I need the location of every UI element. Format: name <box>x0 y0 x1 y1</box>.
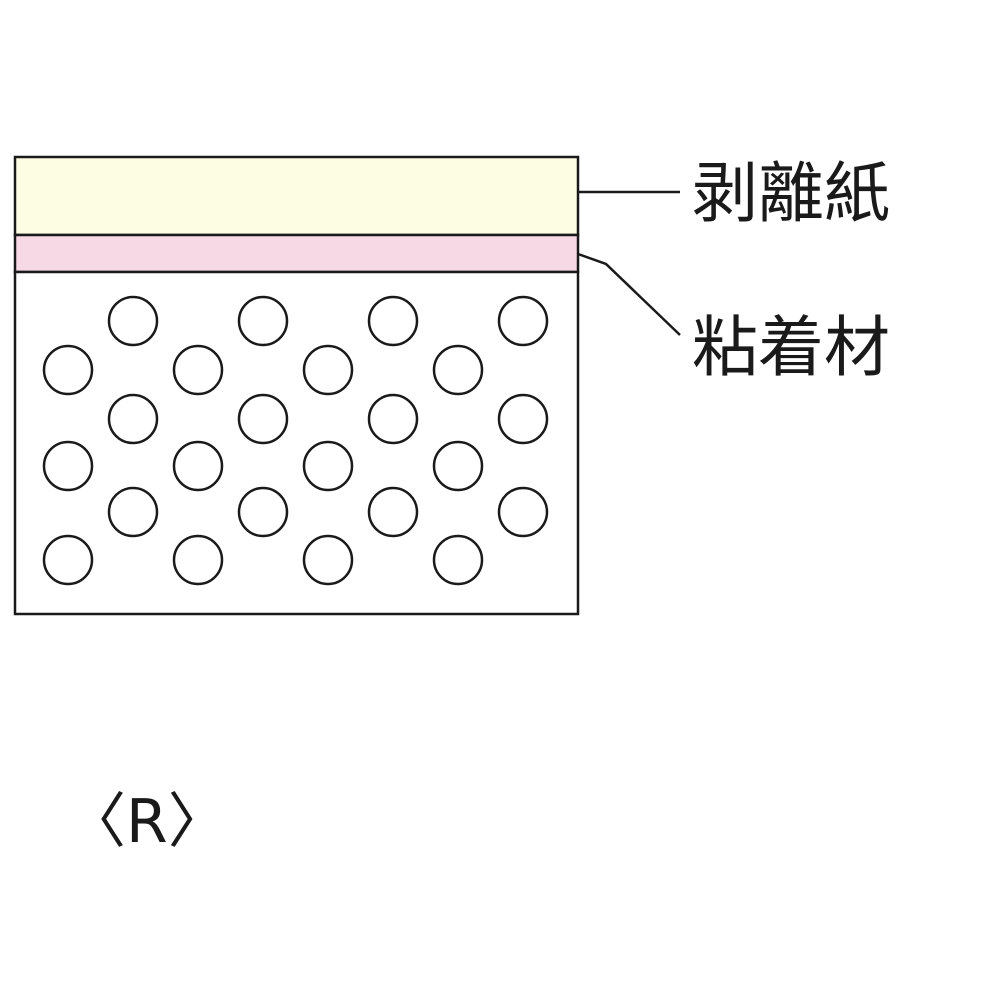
foam-cell <box>107 486 159 538</box>
foam-cell <box>432 440 484 492</box>
foam-cell <box>302 344 354 396</box>
foam-cell <box>107 393 159 445</box>
foam-cell <box>367 295 419 347</box>
foam-cell <box>172 534 224 586</box>
foam-cell <box>42 344 94 396</box>
foam-cell <box>172 344 224 396</box>
foam-body-layer <box>13 270 580 616</box>
foam-cell <box>237 295 289 347</box>
foam-cell <box>237 486 289 538</box>
adhesive-layer <box>13 233 580 274</box>
foam-cell <box>42 440 94 492</box>
foam-cell <box>367 393 419 445</box>
variant-label: 〈R〉 <box>66 787 228 857</box>
foam-cell <box>302 440 354 492</box>
foam-cell <box>497 393 549 445</box>
foam-cells <box>42 295 549 586</box>
foam-cell <box>432 344 484 396</box>
adhesive-label: 粘着材 <box>692 309 890 386</box>
release-paper-layer <box>13 155 580 237</box>
foam-cell <box>172 440 224 492</box>
foam-cell <box>302 534 354 586</box>
foam-cell <box>42 534 94 586</box>
foam-cell <box>497 486 549 538</box>
adhesive-leader-line <box>577 252 681 336</box>
release-paper-label: 剥離紙 <box>692 155 890 232</box>
foam-cell <box>497 295 549 347</box>
foam-cell <box>107 295 159 347</box>
foam-cell <box>432 534 484 586</box>
foam-cell <box>237 393 289 445</box>
foam-cell <box>367 486 419 538</box>
